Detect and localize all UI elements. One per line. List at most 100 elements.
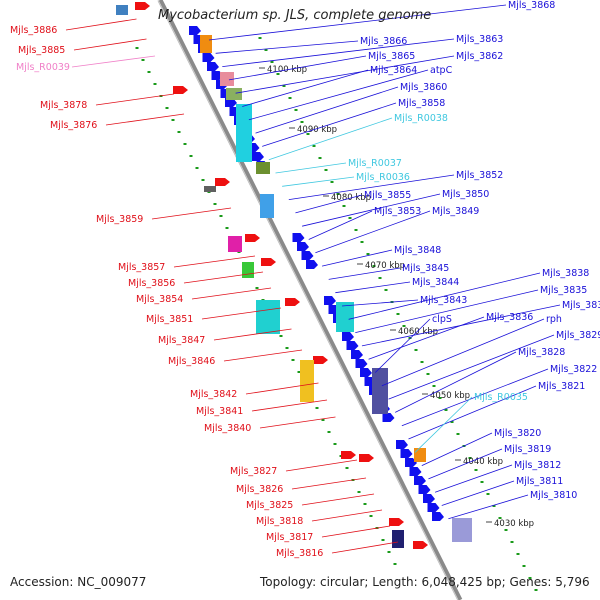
- cog-dot: [315, 407, 319, 409]
- forward-gene-arrow: [427, 503, 440, 512]
- cog-dot: [171, 119, 175, 121]
- forward-gene-arrow: [297, 242, 309, 251]
- label-leader-lines: [65, 4, 561, 554]
- forward-label-leader: [302, 193, 441, 227]
- forward-label-leader: [242, 69, 369, 107]
- reverse-gene-label: Mjls_3886: [10, 25, 57, 36]
- cog-dot: [393, 563, 397, 565]
- cog-dot: [516, 553, 520, 555]
- forward-gene-arrow: [355, 359, 368, 368]
- forward-gene-arrow: [432, 512, 444, 521]
- backbone-line: [157, 0, 463, 600]
- cog-dot: [387, 551, 391, 553]
- forward-gene-label: Mjls_3868: [508, 0, 555, 11]
- forward-gene-arrow: [418, 485, 431, 494]
- reverse-label-leader: [173, 255, 256, 268]
- forward-label-leader: [381, 318, 545, 387]
- forward-label-leader: [368, 316, 485, 360]
- forward-label-leader: [208, 4, 507, 41]
- cog-dot: [360, 241, 364, 243]
- forward-gene-label: Mjls_R0037: [348, 158, 402, 169]
- forward-gene-label: Mjls_3853: [374, 206, 421, 217]
- forward-gene-arrow: [207, 62, 219, 71]
- reverse-label-leader: [73, 38, 147, 51]
- forward-gene-label: Mjls_3820: [494, 428, 541, 439]
- cog-dot: [282, 85, 286, 87]
- forward-gene-label: Mjls_3860: [400, 82, 447, 93]
- cog-dot: [492, 505, 496, 507]
- forward-gene-arrow: [382, 413, 395, 422]
- reverse-gene-label: Mjls_3827: [230, 466, 277, 477]
- cog-dot: [327, 431, 331, 433]
- forward-label-leader: [288, 174, 455, 200]
- map-title: Mycobacterium sp. JLS, complete genome: [158, 8, 432, 23]
- forward-gene-label: Mjls_3835: [540, 285, 587, 296]
- gene-block: [256, 162, 270, 174]
- cog-dot: [276, 73, 280, 75]
- cog-dot: [297, 371, 301, 373]
- reverse-gene-label: Mjls_3816: [276, 548, 323, 559]
- cog-dot: [444, 409, 448, 411]
- forward-label-leader: [215, 40, 359, 54]
- gene-block: [226, 88, 242, 100]
- reverse-gene-label: Mjls_R0039: [16, 62, 70, 73]
- forward-label-leader: [328, 267, 401, 280]
- cog-dot: [372, 265, 376, 267]
- forward-label-leader: [341, 299, 419, 307]
- forward-gene-label: Mjls_3845: [402, 263, 449, 274]
- forward-gene-arrow: [346, 341, 359, 350]
- cog-dot: [486, 493, 490, 495]
- scale-tick-label: 4090 kbp: [297, 125, 337, 135]
- cog-dot: [318, 157, 322, 159]
- cog-dot: [381, 539, 385, 541]
- forward-label-leader: [395, 351, 517, 413]
- reverse-label-leader: [71, 55, 156, 68]
- forward-label-leader: [434, 464, 513, 493]
- forward-gene-arrow: [396, 440, 408, 449]
- gene-block: [372, 368, 388, 414]
- forward-gene-arrow: [342, 332, 354, 341]
- cog-dot: [474, 469, 478, 471]
- cog-dot: [333, 443, 337, 445]
- cog-dot: [201, 179, 205, 181]
- reverse-gene-arrow: [389, 518, 404, 526]
- forward-gene-arrow: [360, 368, 372, 377]
- forward-gene-label: Mjls_3850: [442, 189, 489, 200]
- cog-dot: [510, 541, 514, 543]
- forward-label-leader: [228, 55, 367, 81]
- gene-block: [452, 518, 472, 542]
- cog-dot: [354, 229, 358, 231]
- forward-label-leader: [222, 38, 455, 67]
- reverse-label-leader: [223, 349, 303, 362]
- forward-gene-arrow: [252, 152, 264, 161]
- gene-block: [414, 448, 426, 462]
- forward-label-leader: [355, 289, 539, 333]
- forward-gene-label: Mjls_3843: [420, 295, 467, 306]
- cog-dot: [534, 589, 538, 591]
- forward-gene-arrow: [409, 467, 422, 476]
- cog-dot: [522, 565, 526, 567]
- cog-dot: [357, 491, 361, 493]
- forward-label-leader: [428, 448, 503, 480]
- cog-dot: [270, 61, 274, 63]
- forward-label-leader: [374, 318, 431, 373]
- reverse-gene-label: Mjls_3846: [168, 356, 215, 367]
- cog-dot: [336, 193, 340, 195]
- forward-label-leader: [262, 102, 397, 147]
- cog-dot: [402, 325, 406, 327]
- reverse-gene-label: Mjls_3859: [96, 214, 143, 225]
- scale-tick-label: 4050 kbp: [430, 391, 470, 401]
- cog-dot: [528, 577, 532, 579]
- cog-dot: [396, 313, 400, 315]
- forward-label-leader: [282, 176, 355, 187]
- cog-dot: [363, 503, 367, 505]
- forward-label-leader: [275, 162, 347, 174]
- reverse-gene-label: Mjls_3818: [256, 516, 303, 527]
- forward-gene-label: Mjls_3812: [514, 460, 561, 471]
- reverse-gene-arrow: [135, 2, 150, 10]
- reverse-label-leader: [201, 307, 282, 320]
- accession-text: Accession: NC_009077: [10, 575, 147, 589]
- cog-dot: [384, 289, 388, 291]
